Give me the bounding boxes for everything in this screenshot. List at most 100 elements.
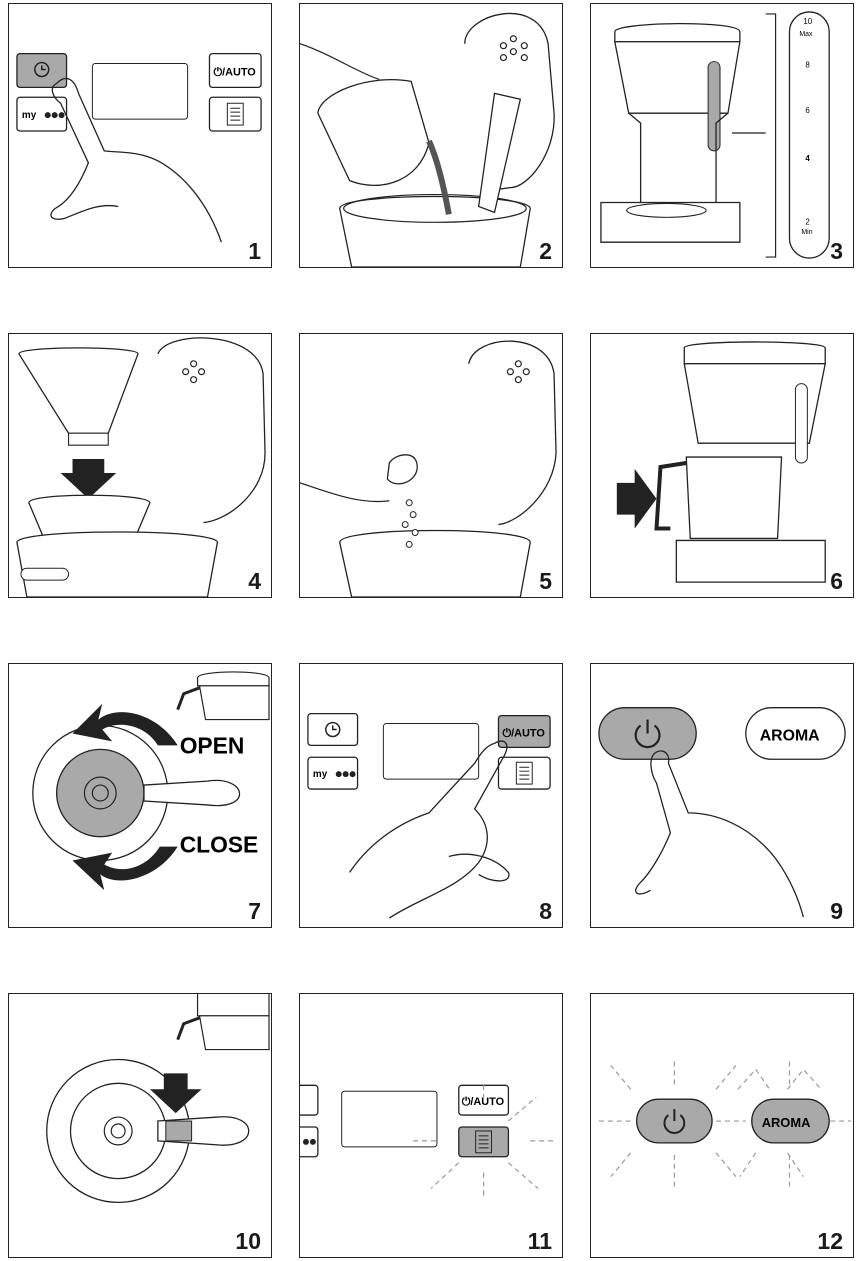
my-button (307, 756, 359, 790)
down-arrow-icon (149, 1073, 202, 1114)
step-number: 1 (248, 238, 261, 264)
shower-head-icon (499, 35, 528, 62)
step-5-panel: 5 (299, 333, 563, 598)
my-dots-icon (335, 771, 356, 778)
step-6-illustration (616, 341, 826, 583)
step-3-illustration: 10 Max 8 6 4 2 Min (600, 11, 830, 259)
step-9-panel: AROMA 9 (590, 663, 854, 928)
step-number: 12 (817, 1228, 843, 1254)
aroma-button-lit (751, 1098, 830, 1144)
aroma-label: AROMA (760, 727, 820, 744)
step-10-panel: 10 (8, 993, 272, 1258)
power-auto-label: ⏻/AUTO (213, 65, 256, 78)
shower-head-icon (506, 360, 530, 384)
open-lid (157, 337, 266, 524)
step-2-illustration (300, 12, 555, 267)
my-dots-icon (44, 112, 65, 119)
step-number: 7 (248, 898, 261, 924)
step-4-illustration (16, 337, 266, 597)
jug (317, 79, 430, 187)
step-number: 4 (248, 568, 261, 594)
step-1-illustration: my ⏻/AUTO (16, 52, 262, 243)
carafe (685, 456, 783, 540)
close-label: CLOSE (180, 832, 259, 858)
scale-min-label: Min (801, 229, 812, 236)
filter-holder (18, 347, 139, 434)
hand-outline (388, 740, 508, 919)
filter-basket (28, 494, 151, 542)
clock-button (16, 52, 68, 89)
display-screen (341, 1090, 438, 1148)
power-auto-button (208, 52, 262, 89)
power-auto-label: ⏻/AUTO (462, 1095, 505, 1108)
brand-logo (20, 567, 70, 581)
machine-top (683, 341, 826, 365)
shower-head-icon (182, 360, 206, 384)
step-11-illustration: ⏻/AUTO (300, 1084, 557, 1198)
scale-8: 8 (805, 61, 810, 70)
water-tank (339, 195, 531, 267)
rotate-open-arrow-icon (72, 703, 178, 746)
display-screen (382, 723, 480, 780)
power-auto-button (458, 1084, 510, 1116)
clock-button (307, 712, 359, 747)
step-number: 11 (527, 1228, 552, 1254)
water-window (707, 61, 721, 152)
step-7-illustration: OPEN CLOSE (32, 671, 270, 891)
open-label: OPEN (180, 732, 245, 758)
scale-min: 2 (805, 217, 809, 226)
power-auto-button (497, 714, 551, 749)
hand-outline (654, 750, 805, 918)
step-9-illustration: AROMA (598, 707, 846, 918)
right-arrow-icon (616, 468, 657, 529)
step-8-illustration: my ⏻/AUTO (307, 712, 551, 919)
scale-4: 4 (805, 154, 810, 163)
water-level-scale (788, 11, 830, 259)
machine-top (614, 22, 741, 43)
aroma-button (208, 96, 262, 132)
carafe-lid (55, 748, 145, 838)
step-4-panel: 4 (8, 333, 272, 598)
power-auto-label: ⏻/AUTO (502, 726, 545, 739)
step-number: 5 (539, 568, 552, 594)
power-icon (634, 719, 661, 749)
step-number: 10 (235, 1228, 261, 1254)
my-button (16, 96, 68, 132)
water-stream (426, 139, 452, 215)
down-arrow-icon (60, 459, 117, 499)
aroma-label: AROMA (762, 1115, 811, 1130)
step-number: 9 (830, 898, 843, 924)
measuring-scoop (386, 454, 418, 485)
hand-outline (56, 77, 222, 243)
aroma-button-lit (458, 1126, 510, 1158)
machine-body (683, 363, 826, 444)
step-2-panel: 2 (299, 3, 563, 268)
step-11-panel: ⏻/AUTO 11 (299, 993, 563, 1258)
power-button (598, 707, 697, 760)
step-number: 3 (830, 238, 843, 264)
ground-coffee (401, 499, 419, 548)
carafe-handle (654, 461, 687, 531)
open-lid (468, 340, 557, 526)
scale-max-label: Max (799, 31, 813, 38)
power-icon (663, 1109, 686, 1134)
aroma-button (745, 707, 846, 760)
rotate-close-arrow-icon (72, 846, 178, 891)
glow-rays (413, 1085, 557, 1198)
step-8-panel: my ⏻/AUTO 8 (299, 663, 563, 928)
step-number: 8 (539, 898, 552, 924)
step-number: 2 (539, 238, 552, 264)
my-label: my (22, 110, 37, 121)
my-button-partial (300, 1126, 319, 1158)
step-12-illustration: AROMA (598, 1061, 852, 1189)
machine-body (614, 41, 741, 114)
clock-icon (325, 721, 341, 738)
carafe-handle (143, 779, 241, 807)
step-7-panel: OPEN CLOSE 7 (8, 663, 272, 928)
aroma-icon (515, 761, 533, 785)
step-number: 6 (830, 568, 843, 594)
aroma-button (497, 756, 551, 790)
step-10-illustration (46, 994, 270, 1204)
scale-max: 10 (803, 17, 812, 26)
clock-icon (34, 61, 50, 78)
